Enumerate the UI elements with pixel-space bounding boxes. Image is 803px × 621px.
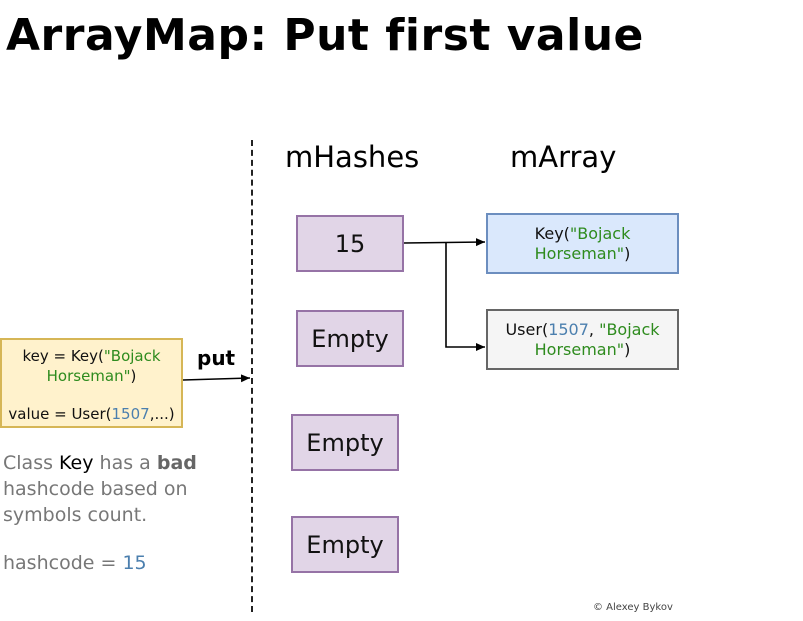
marray-value-suffix: ) [624,339,631,359]
page-title: ArrayMap: Put first value [6,10,644,61]
marray-key-text: Key("Bojack Horseman") [494,224,671,264]
input-value-prefix: value = User( [8,405,112,423]
hash-to-key-arrow [403,238,486,247]
note-key-word: Key [59,452,94,474]
note-part3: hashcode based on symbols count. [3,478,188,526]
marray-value-sep: , [588,319,600,339]
note-part1: Class [3,452,60,474]
mhashes-cell-2-text: Empty [306,428,384,457]
mhashes-cell-2: Empty [291,414,399,471]
marray-key-cell: Key("Bojack Horseman") [486,213,679,274]
put-label: put [197,346,236,370]
marray-key-suffix: ) [624,243,631,263]
mhashes-heading: mHashes [285,140,420,174]
author-credit: © Alexey Bykov [593,602,673,613]
mhashes-cell-3: Empty [291,516,399,573]
marray-heading: mArray [510,140,617,174]
mhashes-cell-3-text: Empty [306,530,384,559]
input-entry-box: key = Key("Bojack Horseman") value = Use… [0,338,183,428]
mhashes-cell-0: 15 [296,215,404,272]
marray-key-string: "Bojack Horseman" [534,223,631,263]
input-key-string: "Bojack Horseman" [46,347,161,385]
marray-key-prefix: Key( [534,223,570,243]
hashcode-label: hashcode = [3,552,123,574]
hashcode-note: hashcode = 15 [3,552,147,574]
explanation-note: Class Key has a bad hashcode based on sy… [3,450,203,528]
mhashes-cell-0-text: 15 [334,229,366,258]
input-key-suffix: ) [130,367,137,385]
note-bad-word: bad [156,452,197,474]
marray-value-string: "Bojack Horseman" [534,319,660,359]
hash-to-value-arrow [445,242,485,351]
marray-value-number: 1507 [548,319,589,339]
note-part2: has a [93,452,157,474]
marray-value-prefix: User( [505,319,549,339]
input-value-number: 1507 [111,405,150,423]
hashcode-value: 15 [122,552,147,574]
marray-value-cell: User(1507, "Bojack Horseman") [486,309,679,370]
input-value-line: value = User(1507,...) [6,404,177,424]
dashed-divider [251,140,253,612]
input-key-prefix: key = Key( [22,347,104,365]
input-value-suffix: ,...) [149,405,175,423]
marray-value-text: User(1507, "Bojack Horseman") [494,320,671,360]
put-arrow [182,374,251,383]
input-key-line: key = Key("Bojack Horseman") [10,346,173,386]
mhashes-cell-1: Empty [296,310,404,367]
mhashes-cell-1-text: Empty [311,324,389,353]
